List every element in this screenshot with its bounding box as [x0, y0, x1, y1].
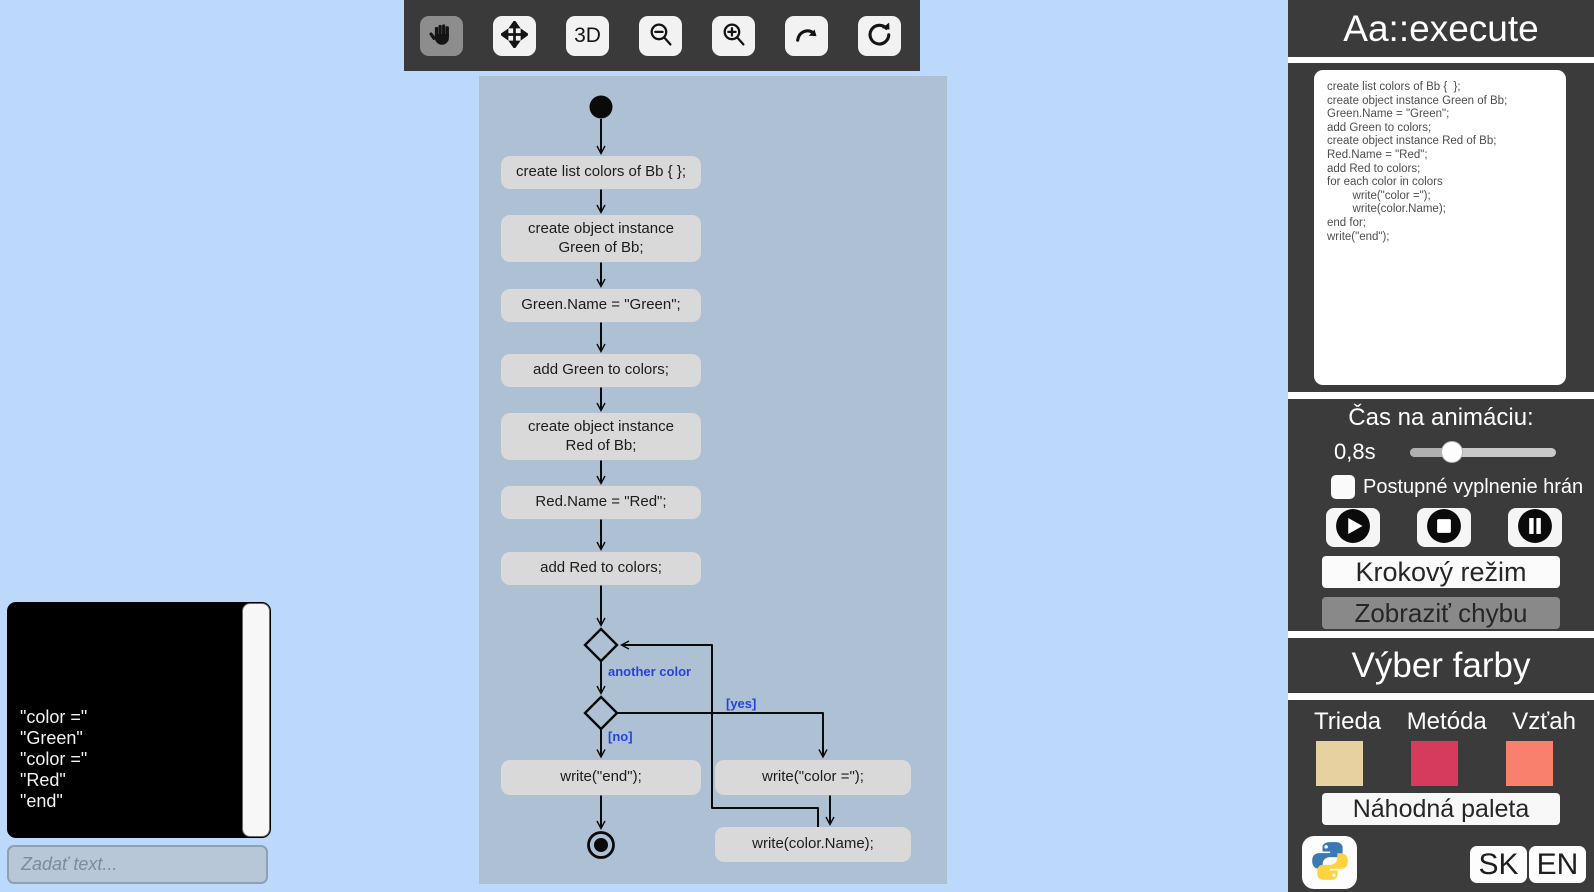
node-green-name: Green.Name = "Green";: [501, 289, 701, 322]
python-logo-icon: [1309, 840, 1351, 885]
console-line: "color =": [20, 707, 88, 727]
stop-button[interactable]: [1417, 508, 1471, 547]
console-scrollbar[interactable]: [242, 603, 270, 837]
code-editor[interactable]: create list colors of Bb { }; create obj…: [1314, 70, 1566, 385]
3d-label: 3D: [574, 23, 601, 47]
console-output: "color =" "Green" "color =" "Red" "end": [20, 707, 87, 812]
python-export-button[interactable]: [1302, 836, 1357, 889]
class-color-label: Trieda: [1314, 708, 1382, 735]
animation-speed-row: 0,8s: [1288, 439, 1594, 465]
sidebar: Aa::execute create list colors of Bb { }…: [1288, 0, 1594, 892]
edge-fill-option-row: Postupné vyplnenie hrán: [1288, 475, 1594, 499]
edge-label-loop: another color: [608, 664, 692, 679]
zoom-in-icon: [720, 21, 747, 51]
method-color-label: Metóda: [1406, 708, 1487, 735]
playback-controls: [1288, 508, 1594, 547]
3d-view-button[interactable]: 3D: [566, 15, 609, 56]
node-write-name: write(color.Name);: [715, 827, 911, 862]
zoom-in-button[interactable]: [712, 15, 755, 56]
code-section: create list colors of Bb { }; create obj…: [1288, 63, 1594, 392]
relation-color-swatch[interactable]: [1506, 741, 1553, 786]
color-picker-header: Výber farby: [1288, 638, 1594, 693]
text-entry-input[interactable]: [7, 845, 268, 884]
redo-button[interactable]: [785, 15, 828, 56]
node-create-list: create list colors of Bb { };: [501, 156, 701, 189]
step-mode-button[interactable]: Krokový režim: [1322, 556, 1560, 588]
language-sk-button[interactable]: SK: [1470, 846, 1527, 883]
pause-button[interactable]: [1508, 508, 1562, 547]
play-icon: [1335, 508, 1371, 547]
merge-diamond: [583, 627, 619, 663]
console-line: "end": [20, 791, 63, 811]
edge-label-yes: [yes]: [726, 696, 757, 711]
play-button[interactable]: [1326, 508, 1380, 547]
node-add-red: add Red to colors;: [501, 552, 701, 585]
node-red-name: Red.Name = "Red";: [501, 486, 701, 519]
decision-diamond: [583, 695, 619, 731]
node-create-red: create object instance Red of Bb;: [501, 413, 701, 460]
activity-diagram-canvas[interactable]: create list colors of Bb { }; create obj…: [479, 76, 947, 884]
pan-tool-button[interactable]: [420, 15, 463, 56]
language-en-button[interactable]: EN: [1529, 846, 1586, 883]
hand-icon: [428, 21, 455, 51]
node-write-color: write("color =");: [715, 760, 911, 795]
output-console: "color =" "Green" "color =" "Red" "end": [7, 602, 271, 838]
animation-heading: Čas na animáciu:: [1348, 404, 1534, 431]
edge-fill-label: Postupné vyplnenie hrán: [1363, 475, 1584, 498]
edge-fill-checkbox[interactable]: [1331, 475, 1355, 499]
diagram-edges: [583, 95, 947, 859]
swatch-labels-row: Trieda Metóda Vzťah: [1288, 708, 1594, 736]
color-picker-section: Trieda Metóda Vzťah Náhodná paleta SK: [1288, 700, 1594, 892]
node-create-green: create object instance Green of Bb;: [501, 215, 701, 262]
animation-time-value: 0,8s: [1334, 439, 1376, 464]
pause-icon: [1517, 508, 1553, 547]
redo-arrow-icon: [793, 21, 820, 51]
class-color-swatch[interactable]: [1316, 741, 1363, 786]
swatch-row: [1288, 741, 1594, 786]
zoom-out-icon: [647, 21, 674, 51]
stop-icon: [1426, 508, 1462, 547]
diagram-toolbar: 3D: [404, 0, 920, 71]
start-node: [589, 95, 613, 119]
animation-section: Čas na animáciu: 0,8s Postupné vyplnenie…: [1288, 399, 1594, 631]
console-line: "Red": [20, 770, 66, 790]
console-line: "Green": [20, 728, 83, 748]
refresh-icon: [866, 21, 893, 51]
move-tool-button[interactable]: [493, 15, 536, 56]
node-add-green: add Green to colors;: [501, 354, 701, 387]
final-node: [587, 831, 615, 859]
method-title: Aa::execute: [1343, 7, 1539, 49]
color-picker-heading: Výber farby: [1351, 645, 1531, 685]
slider-thumb[interactable]: [1441, 440, 1463, 463]
console-line: "color =": [20, 749, 88, 769]
animation-speed-slider[interactable]: [1410, 440, 1556, 463]
zoom-out-button[interactable]: [639, 15, 682, 56]
method-color-swatch[interactable]: [1411, 741, 1458, 786]
show-error-button[interactable]: Zobraziť chybu: [1322, 597, 1560, 629]
edge-label-no: [no]: [608, 729, 633, 744]
node-write-end: write("end");: [501, 760, 701, 795]
move-icon: [499, 19, 530, 51]
sidebar-header: Aa::execute: [1288, 0, 1594, 57]
reset-view-button[interactable]: [858, 15, 901, 56]
random-palette-button[interactable]: Náhodná paleta: [1322, 793, 1560, 825]
relation-color-label: Vzťah: [1512, 708, 1576, 735]
